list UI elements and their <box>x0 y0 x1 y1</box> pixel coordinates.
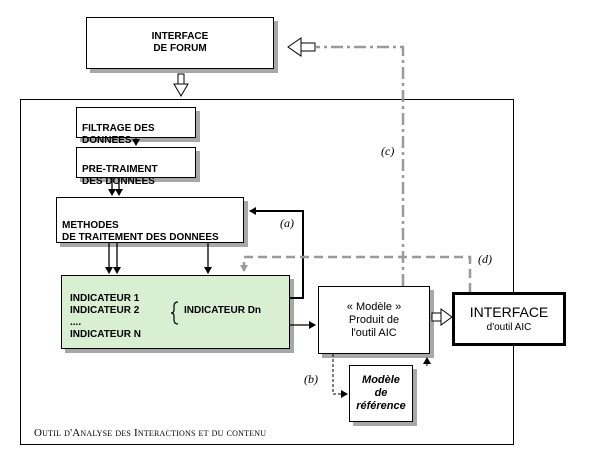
interface-aic-title: INTERFACE <box>469 304 549 320</box>
modele-reference-box: Modèle de référence <box>349 365 413 422</box>
indicateur-dn: INDICATEUR Dn <box>184 305 262 316</box>
modele-reference-label: Modèle de référence <box>356 374 406 412</box>
arrow-b-modele-ref <box>332 354 348 398</box>
interface-forum-box: INTERFACE DE FORUM <box>86 17 274 69</box>
interface-forum-label: INTERFACE DE FORUM <box>151 31 209 54</box>
methodes-box: METHODES DE TRAITEMENT DES DONNEES <box>56 197 244 243</box>
indicateur-ellipsis: .... <box>70 317 82 328</box>
outil-container <box>20 99 514 445</box>
pretraitement-label: PRE-TRAIMENT DES DONNEES <box>82 164 158 187</box>
label-b: (b) <box>304 372 318 386</box>
indicateur-1: INDICATEUR 1 <box>70 293 140 304</box>
arrow-feedback-d <box>240 255 472 292</box>
filtrage-label: FILTRAGE DES DONNEES <box>82 123 155 146</box>
pretraitement-box: PRE-TRAIMENT DES DONNEES <box>76 147 196 187</box>
modele-produit-label: « Modèle » Produit de l'outil AIC <box>346 300 402 339</box>
arrow-forum-down <box>173 73 189 97</box>
arrow-modele-interface <box>431 308 453 326</box>
filtrage-box: FILTRAGE DES DONNEES <box>76 107 196 146</box>
indicateurs-box: INDICATEUR 1 INDICATEUR 2 .... INDICATEU… <box>61 275 290 349</box>
interface-aic-subtitle: d'outil AIC <box>486 322 532 333</box>
interface-aic-box: INTERFACE d'outil AIC <box>452 292 566 346</box>
label-a: (a) <box>280 216 294 230</box>
methodes-label: METHODES DE TRAITEMENT DES DONNEES <box>62 220 219 243</box>
indicateur-brace <box>170 301 179 325</box>
modele-produit-box: « Modèle » Produit de l'outil AIC <box>318 286 430 354</box>
outil-caption: Outil d'Analyse des Interactions et du c… <box>34 427 267 439</box>
arrow-feedback-c <box>316 45 405 286</box>
label-c: (c) <box>381 144 395 158</box>
label-d: (d) <box>478 252 492 266</box>
arrow-c-head <box>287 37 316 57</box>
arrow-feedback-a <box>249 207 304 299</box>
indicateur-2: INDICATEUR 2 <box>70 305 140 316</box>
indicateur-n: INDICATEUR N <box>70 329 141 340</box>
